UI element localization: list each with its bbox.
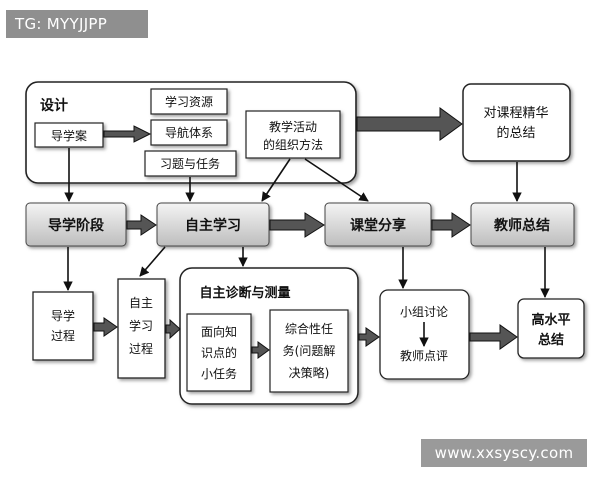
exercises-box-frame — [144, 150, 237, 177]
stage-teacher-summary: 教师总结 — [470, 202, 575, 247]
arrow-share-to-teacher — [431, 212, 471, 238]
course-summary-line2: 的总结 — [496, 125, 535, 141]
stage-class-share: 课堂分享 — [324, 202, 432, 247]
arrow-self-to-share — [269, 212, 325, 238]
diagnosis-title: 自主诊断与测量 — [199, 285, 290, 301]
self-study-process-line3: 过程 — [129, 341, 153, 356]
stage-guided: 导学阶段 — [25, 202, 127, 247]
navigation-box-frame — [150, 119, 228, 146]
guide-case-label: 导学案 — [51, 128, 87, 143]
arrow-design-to-summary — [356, 107, 463, 141]
line-methods-to-share — [304, 158, 369, 202]
stage-class-share-label: 课堂分享 — [350, 217, 406, 234]
high-level-box: 高水平 总结 — [517, 298, 585, 359]
stage-guided-frame — [25, 202, 127, 247]
exercises-label: 习题与任务 — [160, 156, 220, 171]
line-self-to-self-process — [139, 246, 166, 277]
arrow-guide-to-self-process — [93, 317, 118, 337]
navigation-box: 导航体系 — [150, 119, 228, 146]
guide-case-box: 导学案 — [34, 122, 104, 148]
guide-process-box-frame — [32, 291, 94, 361]
arrow-guided-to-self — [126, 214, 157, 236]
high-level-line1: 高水平 — [531, 312, 570, 328]
exercises-box: 习题与任务 — [144, 150, 237, 177]
comprehensive-tasks-box: 综合性任 务(问题解 决策略) — [269, 309, 349, 393]
stage-teacher-summary-label: 教师总结 — [494, 217, 550, 234]
activity-methods-line2: 的组织方法 — [263, 137, 323, 152]
stage-teacher-summary-frame — [470, 202, 575, 247]
stage-self-study-label: 自主学习 — [185, 217, 241, 234]
activity-methods-line1: 教学活动 — [269, 119, 317, 134]
course-summary-line1: 对课程精华 — [483, 106, 548, 121]
arrow-case-to-nav — [103, 125, 152, 143]
guide-case-box-frame — [34, 122, 104, 148]
resources-box: 学习资源 — [150, 88, 228, 115]
comprehensive-tasks-line1: 综合性任 — [285, 321, 333, 336]
self-study-process-box-frame — [117, 278, 166, 379]
arrow-self-process-to-diagnosis — [165, 318, 181, 340]
high-level-line2: 总结 — [538, 332, 564, 348]
navigation-label: 导航体系 — [165, 125, 213, 140]
knowledge-tasks-line2: 识点的 — [201, 345, 237, 360]
stage-self-study: 自主学习 — [156, 202, 270, 247]
design-title: 设计 — [40, 97, 68, 114]
high-level-box-frame — [517, 298, 585, 359]
activity-methods-box-frame — [245, 110, 341, 159]
teacher-review-label: 教师点评 — [400, 348, 448, 363]
course-summary-box: 对课程精华 的总结 — [462, 83, 571, 162]
self-study-process-line2: 学习 — [129, 318, 153, 333]
group-discussion-label: 小组讨论 — [400, 305, 448, 319]
arrow-group-to-high — [469, 324, 518, 350]
knowledge-tasks-box-frame — [186, 313, 252, 392]
arrow-knowledge-to-comprehensive — [251, 341, 270, 359]
line-methods-to-self — [261, 158, 291, 202]
watermark-top-left: TG: MYYJJPP — [6, 10, 148, 38]
comprehensive-tasks-line2: 务(问题解 — [283, 343, 336, 358]
knowledge-tasks-box: 面向知 识点的 小任务 — [186, 313, 252, 392]
self-study-process-box: 自主 学习 过程 — [117, 278, 166, 379]
guide-process-box: 导学 过程 — [32, 291, 94, 361]
self-study-process-line1: 自主 — [129, 296, 153, 310]
stage-self-study-frame — [156, 202, 270, 247]
comprehensive-tasks-box-frame — [269, 309, 349, 393]
knowledge-tasks-line3: 小任务 — [201, 366, 237, 381]
stage-class-share-frame — [324, 202, 432, 247]
resources-box-frame — [150, 88, 228, 115]
resources-label: 学习资源 — [165, 94, 213, 109]
guide-process-line1: 导学 — [51, 308, 75, 323]
knowledge-tasks-line1: 面向知 — [201, 324, 237, 339]
watermark-bottom-right: www.xxsyscy.com — [421, 439, 587, 467]
comprehensive-tasks-line3: 决策略) — [289, 365, 330, 380]
arrow-diagnosis-to-group — [358, 327, 380, 347]
activity-methods-box: 教学活动 的组织方法 — [245, 110, 341, 159]
guide-process-line2: 过程 — [51, 328, 75, 343]
stage-guided-label: 导学阶段 — [48, 217, 104, 234]
course-summary-box-frame — [462, 83, 571, 162]
